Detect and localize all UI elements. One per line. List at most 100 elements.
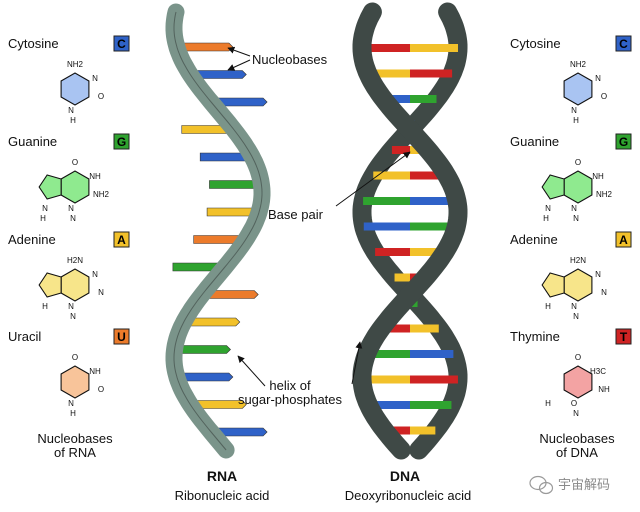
dna-base-right bbox=[410, 426, 436, 435]
imidazole-ring bbox=[541, 174, 565, 200]
rna-nucleobases-caption-line1: Nucleobases bbox=[37, 431, 113, 446]
dna-front-strand bbox=[352, 2, 468, 460]
atom-label: H2N bbox=[570, 256, 586, 265]
nucleobases-annotation: Nucleobases bbox=[252, 52, 328, 67]
nucleobase-name: Guanine bbox=[510, 134, 559, 149]
nucleobase-letter-box bbox=[615, 231, 632, 248]
watermark-text: 宇宙解码 bbox=[558, 477, 610, 492]
helix-annotation-line1: helix of bbox=[269, 378, 311, 393]
dna-base-left bbox=[373, 171, 410, 180]
atom-label: O bbox=[72, 353, 78, 362]
dna-base-left bbox=[363, 222, 410, 231]
atom-label: NH2 bbox=[596, 190, 613, 199]
rna-backbone-outline bbox=[173, 11, 263, 451]
nucleobase-letter-box bbox=[615, 133, 632, 150]
pyrimidine-ring bbox=[563, 170, 593, 204]
atom-label: NH2 bbox=[93, 190, 110, 199]
rna-title: RNA bbox=[207, 468, 237, 484]
nucleobase-name: Guanine bbox=[8, 134, 57, 149]
atom-label: N bbox=[573, 214, 579, 223]
atom-label: O bbox=[601, 92, 607, 101]
nucleobase-name: Cytosine bbox=[510, 36, 561, 51]
pyrimidine-ring bbox=[563, 268, 593, 302]
rna-helix bbox=[165, 3, 271, 459]
atom-label: H bbox=[543, 214, 549, 223]
dna-base-pair bbox=[368, 401, 452, 409]
atom-label: H2N bbox=[67, 256, 83, 265]
dna-base-left bbox=[381, 324, 410, 333]
dna-base-left bbox=[383, 95, 410, 103]
nucleobase-name: Adenine bbox=[510, 232, 558, 247]
dna-base-right bbox=[410, 222, 457, 231]
dna-base-pair bbox=[363, 197, 457, 205]
dna-base-right bbox=[410, 44, 458, 52]
nucleobase-letter-box bbox=[113, 35, 130, 52]
atom-label: N bbox=[545, 204, 551, 213]
pyrimidine-ring bbox=[60, 268, 90, 302]
dna-base-left bbox=[394, 273, 410, 282]
imidazole-ring bbox=[38, 174, 62, 200]
atom-label: NH bbox=[89, 367, 101, 376]
nucleobase-name: Adenine bbox=[8, 232, 56, 247]
atom-label: H bbox=[70, 409, 76, 418]
dna-base-left bbox=[362, 375, 410, 384]
atom-label: N bbox=[68, 399, 74, 408]
pyrimidine-ring bbox=[60, 365, 90, 399]
nucleobase-letter-box bbox=[113, 328, 130, 345]
nucleobase-name: Thymine bbox=[510, 329, 560, 344]
rna-subtitle: Ribonucleic acid bbox=[175, 488, 270, 503]
dna-back-strand bbox=[352, 2, 468, 460]
atom-label: N bbox=[573, 312, 579, 321]
dna-base-pair bbox=[375, 248, 445, 256]
nucleobase-letter: T bbox=[620, 330, 628, 344]
nucleobase-name: Uracil bbox=[8, 329, 41, 344]
atom-label: N bbox=[571, 204, 577, 213]
dna-base-left bbox=[375, 248, 410, 256]
atom-label: H bbox=[70, 116, 76, 125]
dna-base-pair bbox=[366, 350, 454, 358]
atom-label: O bbox=[575, 353, 581, 362]
dna-base-left bbox=[366, 350, 410, 358]
dna-base-pair bbox=[362, 375, 458, 384]
wechat-icon bbox=[529, 475, 554, 495]
dna-base-pair bbox=[367, 69, 453, 78]
atom-label: H bbox=[545, 302, 551, 311]
dna-base-left bbox=[367, 69, 410, 78]
dna-base-left bbox=[384, 426, 410, 435]
helix-arrow-rna bbox=[237, 355, 266, 387]
dna-base-left bbox=[391, 146, 410, 154]
atom-label: NH bbox=[592, 172, 604, 181]
atom-label: O bbox=[575, 158, 581, 167]
base-pair-arrow bbox=[335, 151, 411, 207]
watermark: 宇宙解码 bbox=[529, 475, 610, 495]
dna-subtitle: Deoxyribonucleic acid bbox=[345, 488, 471, 503]
atom-label: H bbox=[42, 302, 48, 311]
dna-base-right bbox=[410, 248, 445, 256]
atom-label: N bbox=[98, 288, 104, 297]
nucleobase-letter-box bbox=[113, 133, 130, 150]
nucleobase-letter: A bbox=[117, 233, 126, 247]
nucleobase-letter: G bbox=[117, 135, 126, 149]
atom-label: NH2 bbox=[570, 60, 587, 69]
dna-base-right bbox=[410, 197, 457, 205]
atom-label: O bbox=[98, 92, 104, 101]
dna-base-right bbox=[410, 350, 454, 358]
atom-label: NH bbox=[598, 385, 610, 394]
atom-label: O bbox=[571, 399, 577, 408]
atom-label: N bbox=[601, 288, 607, 297]
dna-base-pair bbox=[381, 324, 439, 333]
